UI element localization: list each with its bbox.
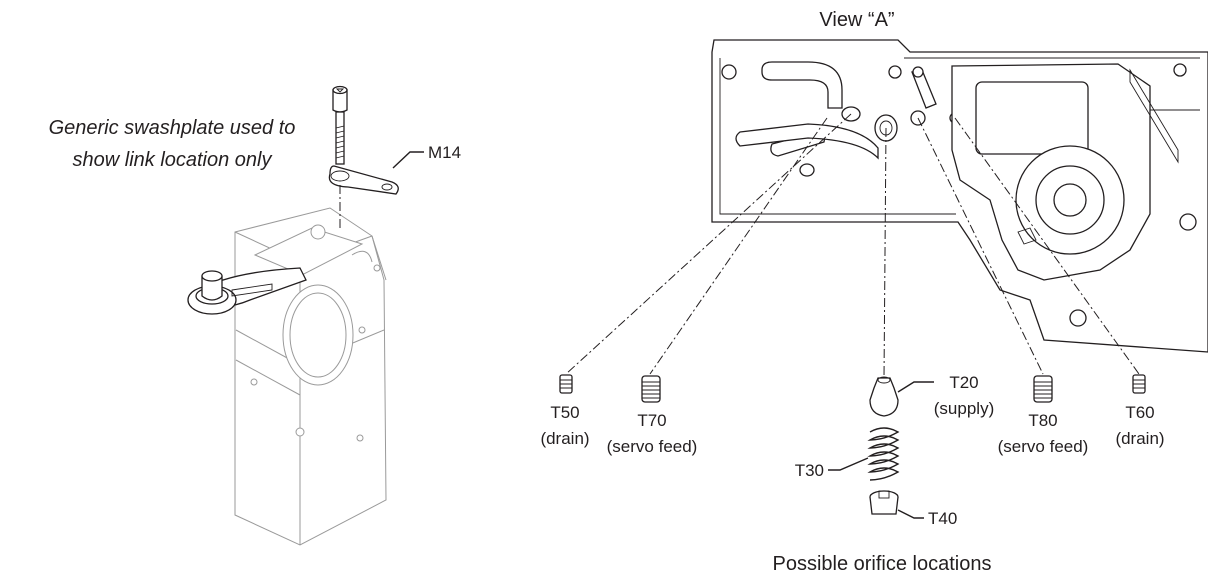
t20-label: T20 xyxy=(949,373,978,392)
orifice-t60 xyxy=(1132,374,1146,394)
note-line-1: Generic swashplate used to xyxy=(49,117,296,139)
t70-label: T70 xyxy=(637,411,666,430)
t50-sub: (drain) xyxy=(540,429,589,448)
t30-label: T30 xyxy=(795,461,824,480)
spring-t30 xyxy=(867,427,900,481)
t60-sub: (drain) xyxy=(1115,429,1164,448)
caption: Possible orifice locations xyxy=(773,553,992,575)
orifice-t70 xyxy=(641,375,661,403)
orifice-t50 xyxy=(559,374,573,394)
endcap-view-a xyxy=(565,39,1208,379)
plug-t40 xyxy=(869,490,899,515)
t50-label: T50 xyxy=(550,403,579,422)
t80-sub: (servo feed) xyxy=(998,437,1089,456)
m14-label: M14 xyxy=(428,143,461,162)
t80-label: T80 xyxy=(1028,411,1057,430)
swashplate-illustration xyxy=(187,85,424,546)
t60-label: T60 xyxy=(1125,403,1154,422)
t40-label: T40 xyxy=(928,509,957,528)
orifice-t20 xyxy=(869,376,899,417)
t70-sub: (servo feed) xyxy=(607,437,698,456)
view-title: View “A” xyxy=(819,9,894,31)
note-line-2: show link location only xyxy=(73,149,273,171)
t20-sub: (supply) xyxy=(934,399,994,418)
orifice-t80 xyxy=(1033,375,1053,403)
